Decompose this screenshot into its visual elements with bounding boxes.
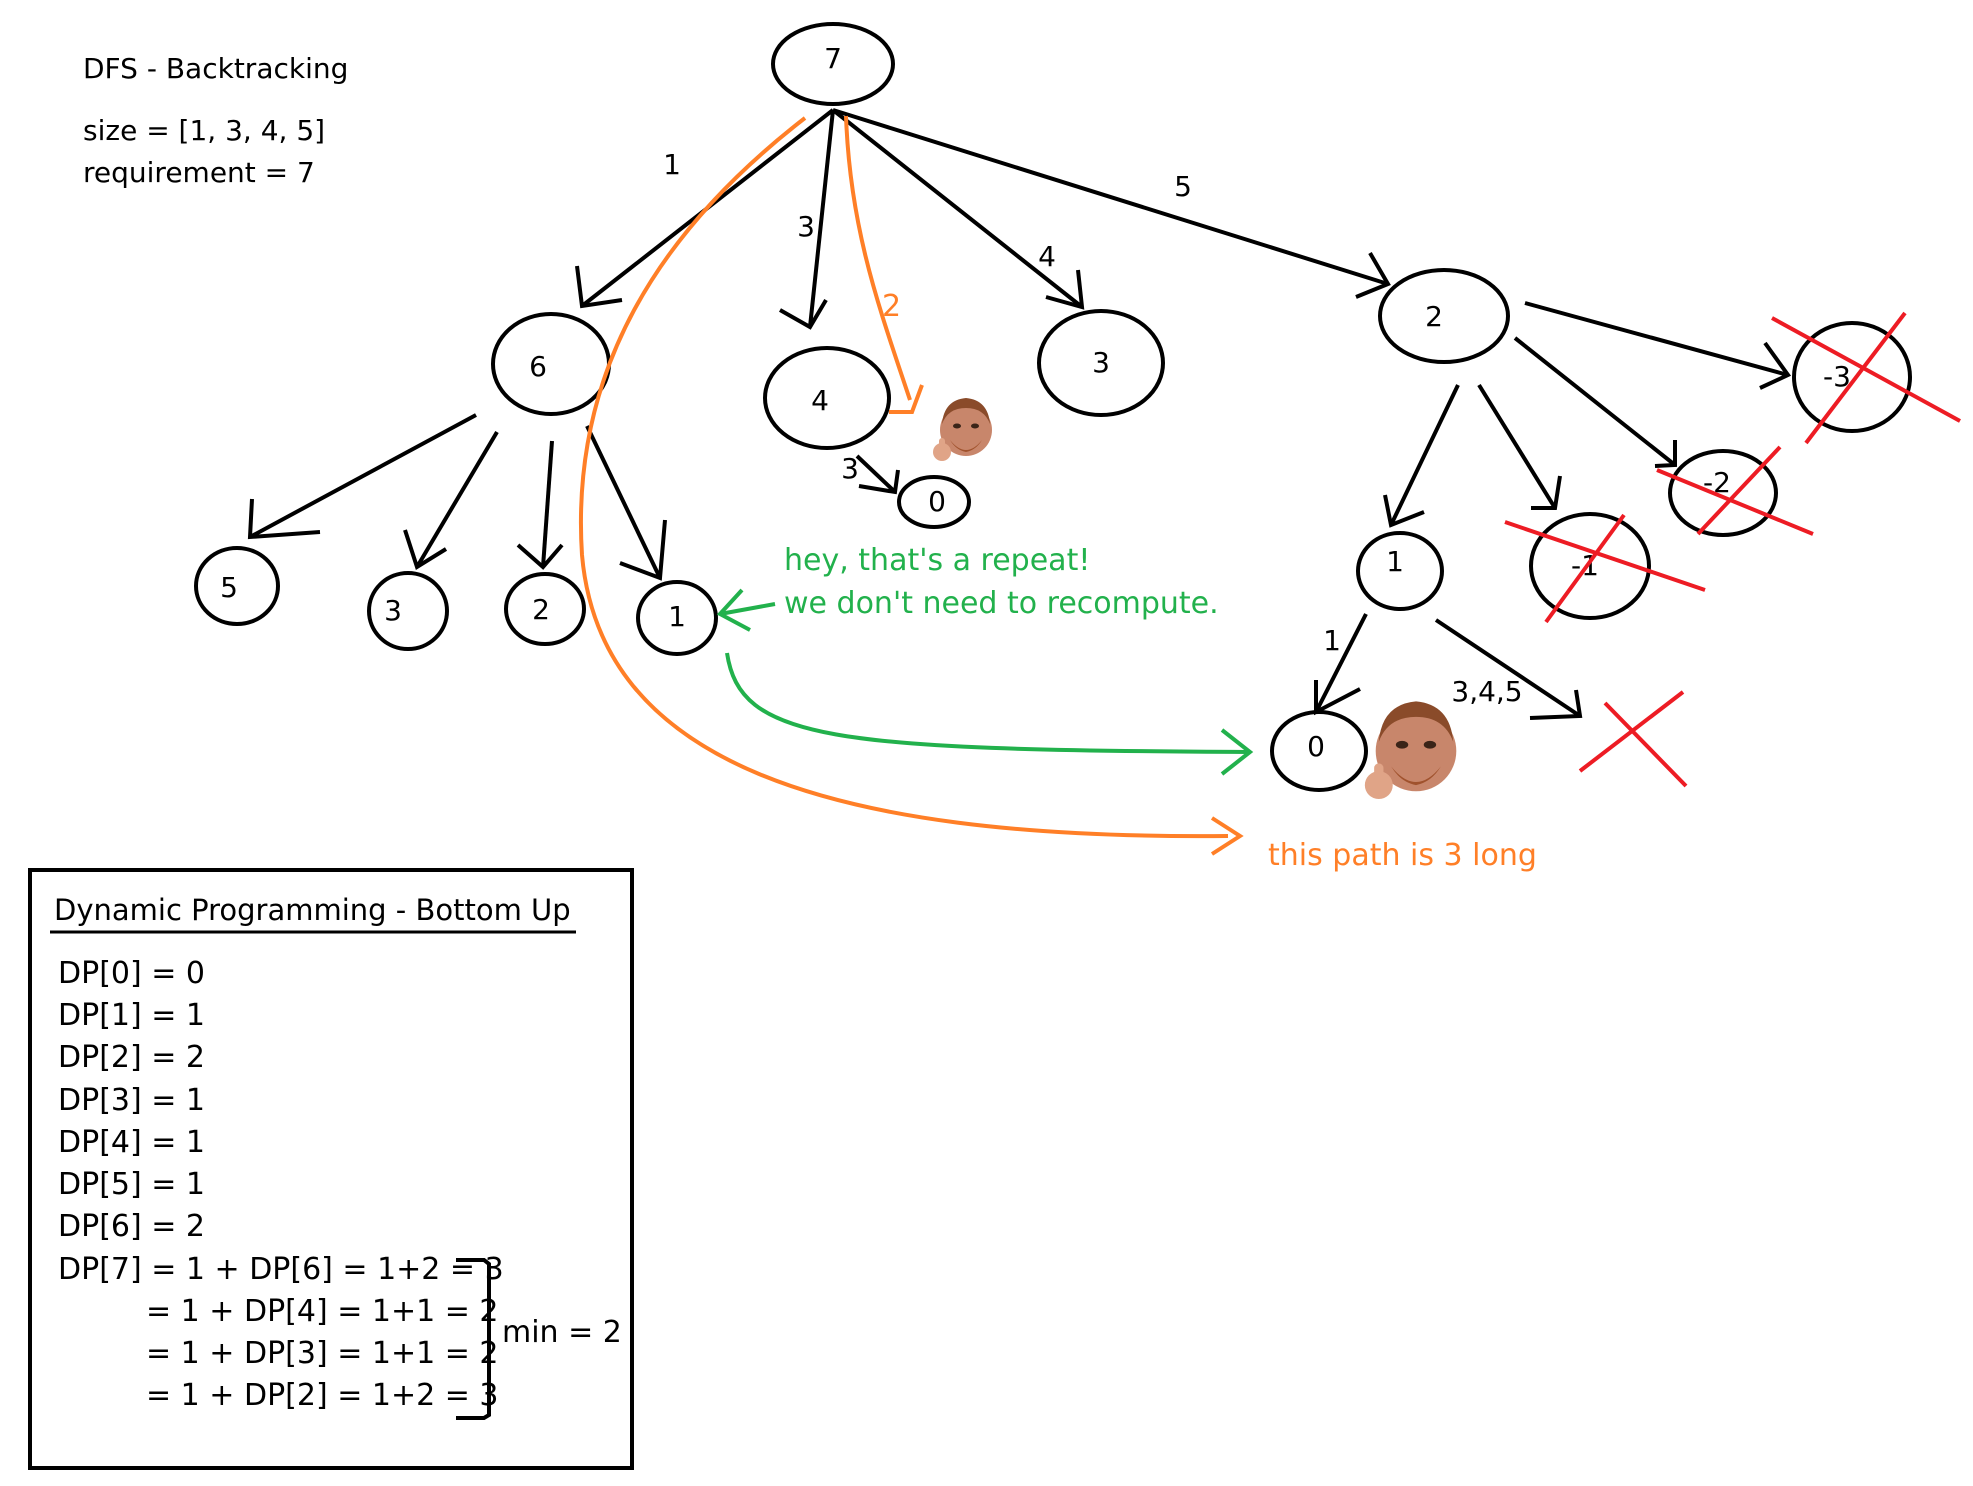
node-4-label: 4 [811, 384, 829, 417]
edge-label-root-4: 3 [797, 210, 815, 243]
cross-neg3-b [1804, 311, 1907, 445]
orange-edge-label: 2 [882, 289, 901, 324]
dp-line-3: DP[3] = 1 [58, 1083, 205, 1118]
dp-line-0: DP[0] = 0 [58, 956, 205, 991]
node-4-child-0 [897, 475, 971, 529]
edge-label-root-2: 5 [1174, 170, 1192, 203]
dp-line-6: DP[6] = 2 [58, 1209, 205, 1244]
dp-line-1: DP[1] = 1 [58, 998, 205, 1033]
path-length-note: this path is 3 long [1268, 838, 1537, 873]
node-6-child-2 [504, 572, 586, 646]
thumbs-up-face-icon [933, 398, 992, 461]
dp-line-8: = 1 + DP[4] = 1+1 = 2 [146, 1294, 498, 1329]
node-2-child-neg3 [1792, 321, 1912, 433]
green-arrows [716, 588, 1254, 776]
edge-label-1-0: 1 [1323, 624, 1341, 657]
edge-label-root-3: 4 [1038, 240, 1056, 273]
node-6-child-5-label: 5 [220, 571, 238, 604]
size-line: size = [1, 3, 4, 5] [83, 114, 325, 147]
cross-neg3-a [1771, 316, 1961, 423]
node-6-label: 6 [529, 350, 547, 383]
requirement-line: requirement = 7 [83, 156, 315, 189]
node-6-child-3-label: 3 [384, 594, 402, 627]
node-6-child-2-label: 2 [532, 593, 550, 626]
node-2-label: 2 [1425, 300, 1443, 333]
pruned-marks [1504, 311, 1961, 788]
thumbs-up-face-icon-large [1364, 701, 1457, 800]
repeat-note-line1: hey, that's a repeat! [784, 543, 1090, 578]
dp-min-label: min = 2 [502, 1315, 622, 1350]
node-2-child-neg1 [1529, 512, 1651, 620]
node-6-child-3 [367, 571, 449, 651]
node-6-child-1-label: 1 [668, 600, 686, 633]
dp-line-9: = 1 + DP[3] = 1+1 = 2 [146, 1336, 498, 1371]
min-bracket [456, 1258, 491, 1420]
node-1-child-0 [1270, 710, 1368, 792]
edge-label-1-x: 3,4,5 [1451, 675, 1522, 708]
cross-neg1-a [1504, 520, 1706, 592]
dp-box-border [28, 868, 634, 1470]
dp-line-4: DP[4] = 1 [58, 1125, 205, 1160]
node-1-child-0-label: 0 [1307, 730, 1325, 763]
dp-box: Dynamic Programming - Bottom Up DP[0] = … [28, 868, 634, 1470]
orange-path: 2 [579, 115, 1244, 856]
node-2-child-1 [1356, 531, 1444, 611]
node-2 [1378, 268, 1510, 364]
node-2-child-neg2 [1668, 449, 1778, 537]
node-3-label: 3 [1092, 346, 1110, 379]
cross-leaf-b [1578, 690, 1685, 773]
dp-box-title: Dynamic Programming - Bottom Up [54, 893, 571, 927]
edge-labels: 1 3 4 5 3 1 3,4,5 [663, 148, 1523, 708]
edge-label-4-0: 3 [841, 452, 859, 485]
cross-neg2-b [1696, 445, 1782, 536]
dfs-title: DFS - Backtracking [83, 52, 348, 85]
dp-line-2: DP[2] = 2 [58, 1040, 205, 1075]
node-4-child-0-label: 0 [928, 485, 946, 518]
node-root-label: 7 [824, 42, 842, 75]
dp-line-7: DP[7] = 1 + DP[6] = 1+2 = 3 [58, 1252, 504, 1287]
node-2-child-1-label: 1 [1386, 545, 1404, 578]
node-3 [1037, 309, 1165, 417]
node-root [771, 22, 895, 106]
edge-label-root-6: 1 [663, 148, 681, 181]
dp-line-5: DP[5] = 1 [58, 1167, 205, 1202]
cross-neg1-b [1544, 513, 1626, 624]
dp-line-10: = 1 + DP[2] = 1+2 = 3 [146, 1378, 498, 1413]
node-6 [491, 312, 611, 416]
cross-neg2-a [1656, 468, 1814, 536]
node-4 [763, 346, 891, 450]
tree-edges [247, 108, 1792, 720]
repeat-note-line2: we don't need to recompute. [784, 586, 1219, 621]
node-6-child-5 [194, 546, 280, 626]
node-6-child-1 [636, 580, 718, 656]
tree-nodes: 7 6 4 3 2 5 3 2 1 0 1 -1 -2 -3 0 [194, 22, 1912, 792]
cross-leaf-a [1603, 701, 1688, 788]
